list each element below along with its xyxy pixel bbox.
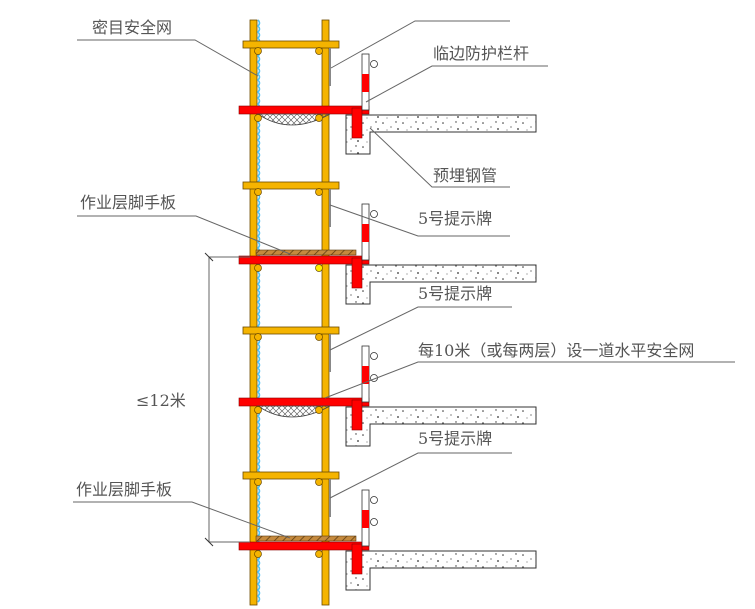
coupler [254,188,262,196]
red-transom [238,397,370,407]
label-horizontal-net-rule: 每10米（或每两层）设一道水平安全网 [324,341,735,399]
red-transom [238,105,370,115]
coupler [254,478,262,486]
sign-plate [329,189,331,227]
dimension-tick-bottom [204,537,214,547]
ledger-bar [242,471,340,480]
coupler [315,478,323,486]
concrete-slab [345,550,537,591]
horizontal-safety-net [256,113,331,126]
coupler [254,406,262,414]
coupler [254,264,262,272]
leader-line [73,501,291,539]
coupler [315,333,323,341]
concrete-slab [345,114,537,155]
label-text: 临边防护栏杆 [433,44,529,63]
concrete-slab [345,406,537,447]
guardrail-coupler [370,352,378,360]
label-text: 作业层脚手板 [76,480,172,499]
sign-plate [329,334,331,372]
red-transom [238,255,370,265]
coupler [254,114,262,122]
dimension-line [208,256,250,543]
ledger-bar [242,326,340,335]
leader-line [329,306,512,351]
label-work-board-2: 作业层脚手板 [73,480,291,539]
coupler [315,264,323,272]
label-sign-no5-3: 5号提示牌 [329,429,512,499]
height-dimension: ≤12米 [136,252,250,547]
coupler [315,47,323,55]
coupler [254,333,262,341]
guardrail-red-band [362,366,369,384]
leader-line [77,39,259,77]
inner-scaffold-pole [321,19,330,606]
label-text: 5号提示牌 [418,284,492,303]
concrete-slab [345,264,537,305]
label-text: 5号提示牌 [418,429,492,448]
coupler [254,47,262,55]
embedded-steel-pipe [351,257,363,289]
guardrail-red-band [362,74,369,92]
coupler [315,188,323,196]
guardrail-red-band [362,224,369,242]
leader-line [365,65,548,103]
leader-line [329,204,510,237]
coupler [315,114,323,122]
label-dense-safety-net: 密目安全网 [77,18,259,77]
coupler [315,406,323,414]
leader-line [329,452,512,499]
coupler [315,550,323,558]
label-top-sign [330,20,510,69]
guardrail-coupler [370,210,378,218]
ledger-bar [242,181,340,190]
embedded-steel-pipe [351,399,363,431]
label-text: 预埋钢管 [433,166,497,185]
leader-line [77,215,291,255]
label-text: 5号提示牌 [418,209,492,228]
sign-plate [329,48,331,86]
guardrail-coupler [370,518,378,526]
leader-line [330,20,510,69]
leader-line [369,127,510,188]
horizontal-safety-net [256,405,331,418]
label-edge-guardrail: 临边防护栏杆 [365,44,548,103]
leader-line [324,361,735,399]
red-transom [238,541,370,551]
height-limit-label: ≤12米 [136,391,186,410]
ledger-bar [242,40,340,49]
label-text: 密目安全网 [92,18,172,37]
label-work-board-1: 作业层脚手板 [77,193,291,255]
guardrail-red-band [362,510,369,528]
coupler [254,550,262,558]
dimension-tick-top [204,252,214,262]
embedded-steel-pipe [351,543,363,575]
label-sign-no5-2: 5号提示牌 [329,284,512,351]
label-embedded-steel-pipe: 预埋钢管 [369,127,510,188]
work-platform-board [255,249,357,256]
work-platform-board [255,535,357,542]
label-text: 作业层脚手板 [80,193,176,212]
embedded-steel-pipe [351,107,363,139]
label-sign-no5-1: 5号提示牌 [329,204,510,237]
guardrail-coupler [370,60,378,68]
outer-scaffold-pole [249,19,258,606]
guardrail-coupler [370,496,378,504]
label-text: 每10米（或每两层）设一道水平安全网 [418,341,694,360]
